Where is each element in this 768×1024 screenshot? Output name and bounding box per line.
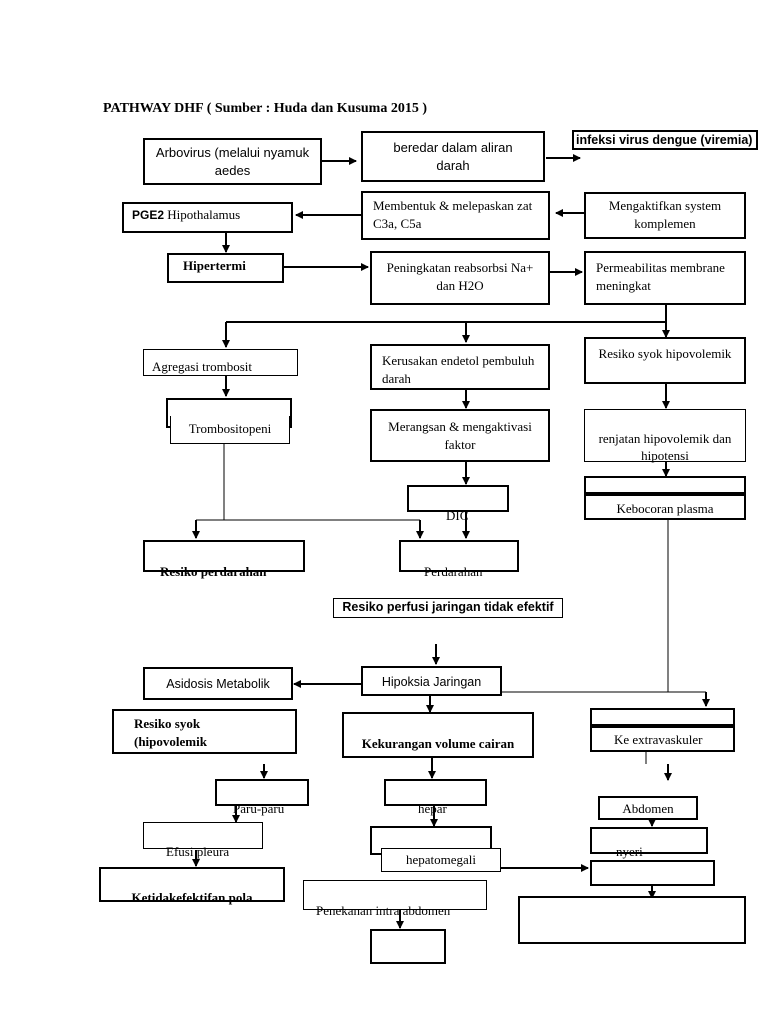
node-pge2-hipothalamus: PGE2 Hipothalamus: [122, 202, 293, 233]
node-agregasi-trombosit: Agregasi trombosit: [143, 349, 298, 376]
node-ke-extravaskuler: Ke extravaskuler: [590, 726, 735, 752]
node-paru-label: Paru-paru: [233, 801, 285, 816]
node-trombositopeni: Trombositopeni: [170, 416, 290, 444]
node-dic-frame: [407, 485, 509, 512]
node-resiko-perdarahan-frame: [143, 540, 305, 572]
node-kerusakan-endetol: Kerusakan endetol pembuluh darah: [370, 344, 550, 390]
node-perdarahan-label: Perdarahan: [424, 564, 483, 579]
node-efusi-label: Efusi pleura: [166, 844, 230, 859]
node-mengaktifkan-komplemen: Mengaktifkan system komplemen: [584, 192, 746, 239]
node-hepar-frame: [384, 779, 487, 806]
node-perdarahan-frame: [399, 540, 519, 572]
node-beredar: beredar dalam aliran darah: [361, 131, 545, 182]
node-arbovirus: Arbovirus (melalui nyamuk aedes: [143, 138, 322, 185]
node-peningkatan-reabsorbsi: Peningkatan reabsorbsi Na+ dan H2O: [370, 251, 550, 305]
node-membentuk: Membentuk & melepaskan zat C3a, C5a: [361, 191, 550, 240]
node-kekurangan-volume: Kekurangan volume cairan: [342, 712, 534, 758]
node-kebocoran-plasma: Kebocoran plasma: [584, 494, 746, 520]
node-hipoksia-jaringan: Hipoksia Jaringan: [361, 666, 502, 696]
node-extravaskuler-frame: [590, 708, 735, 726]
node-permeabilitas: Permeabilitas membrane meningkat: [584, 251, 746, 305]
node-nyeri-lower: [590, 860, 715, 886]
node-hipertermi: Hipertermi: [167, 253, 284, 283]
node-nyeri-label: nyeri: [616, 844, 643, 859]
node-abdomen: Abdomen: [598, 796, 698, 820]
node-dic-label: DIC: [446, 508, 469, 523]
node-nyeri-frame: [590, 827, 708, 854]
node-ketidakefektifan-pola: Ketidakefektifan pola: [99, 867, 285, 905]
diagram-title: PATHWAY DHF ( Sumber : Huda dan Kusuma 2…: [103, 101, 427, 116]
node-resiko-syok-hipovolemik: Resiko syok hipovolemik: [584, 337, 746, 384]
node-infeksi-virus: infeksi virus dengue (viremia): [572, 130, 758, 150]
node-empty-right-bottom: [518, 896, 746, 944]
node-merangsan: Merangsan & mengaktivasi faktor: [370, 409, 550, 462]
node-resiko-syok-2: Resiko syok (hipovolemik: [112, 709, 297, 754]
node-renjatan-hipovolemik: renjatan hipovolemik dan hipotensi: [584, 409, 746, 463]
node-hepar-label: hepar: [418, 801, 447, 816]
node-efusi-frame: [143, 822, 263, 849]
node-empty-bottom-center: [370, 929, 446, 964]
node-penekanan-frame: [303, 880, 487, 910]
node-kebocoran-frame: [584, 476, 746, 494]
node-hepatomegali: hepatomegali: [381, 848, 501, 872]
node-penekanan-label: Penekanan intra abdomen: [316, 903, 451, 918]
node-asidosis-metabolik: Asidosis Metabolik: [143, 667, 293, 700]
node-resiko-perdarahan-label: Resiko perdarahan: [160, 564, 267, 579]
node-resiko-perfusi: Resiko perfusi jaringan tidak efektif: [333, 598, 563, 618]
node-paru-frame: [215, 779, 309, 806]
